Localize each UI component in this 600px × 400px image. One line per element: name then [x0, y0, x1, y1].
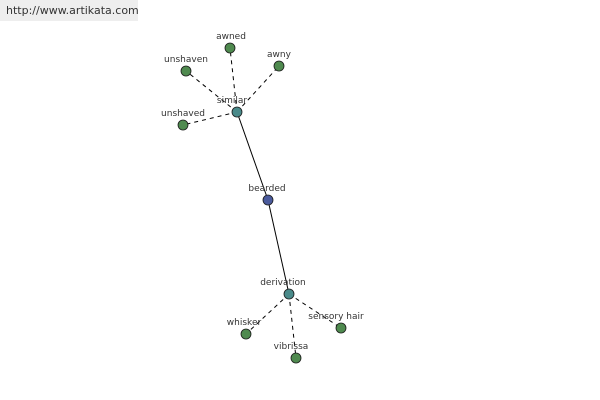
node-marker-unshaven[interactable]	[180, 65, 192, 77]
node-marker-awny[interactable]	[273, 60, 285, 72]
edge-derivation-sensory-hair	[288, 293, 342, 329]
node-label-unshaved[interactable]: unshaved	[161, 109, 205, 119]
node-sensory-hair[interactable]: sensory hair	[308, 312, 364, 334]
node-awny[interactable]: awny	[267, 50, 292, 72]
edge-similar-unshaved	[182, 111, 238, 126]
node-label-awny[interactable]: awny	[267, 50, 292, 60]
edge-bearded-similar	[236, 111, 269, 201]
site-watermark[interactable]: http://www.artikata.com	[0, 0, 139, 21]
edge-derivation-vibrissa	[288, 293, 297, 359]
node-label-similar[interactable]: similar	[217, 96, 247, 106]
node-label-unshaven[interactable]: unshaven	[164, 55, 208, 65]
node-label-whisker[interactable]: whisker	[227, 318, 262, 328]
node-unshaved[interactable]: unshaved	[161, 109, 205, 131]
node-marker-similar[interactable]	[231, 106, 243, 118]
node-label-vibrissa[interactable]: vibrissa	[274, 342, 309, 352]
node-marker-bearded[interactable]	[262, 194, 274, 206]
node-marker-unshaved[interactable]	[177, 119, 189, 131]
node-label-bearded[interactable]: bearded	[248, 184, 285, 194]
edge-similar-awned	[229, 47, 238, 113]
node-label-awned[interactable]: awned	[216, 32, 246, 42]
edges-layer	[182, 47, 342, 359]
edge-derivation-whisker	[245, 293, 290, 335]
node-marker-awned[interactable]	[224, 42, 236, 54]
node-marker-sensory-hair[interactable]	[335, 322, 347, 334]
nodes-layer: bearded similar derivation awned awny unshave…	[161, 32, 364, 364]
edge-similar-awny	[236, 65, 280, 113]
node-derivation[interactable]: derivation	[260, 278, 306, 300]
node-awned[interactable]: awned	[216, 32, 246, 54]
node-similar[interactable]: similar	[217, 96, 247, 118]
node-marker-derivation[interactable]	[283, 288, 295, 300]
node-label-sensory-hair[interactable]: sensory hair	[308, 312, 364, 322]
node-label-derivation[interactable]: derivation	[260, 278, 306, 288]
node-marker-whisker[interactable]	[240, 328, 252, 340]
node-vibrissa[interactable]: vibrissa	[274, 342, 309, 364]
node-unshaven[interactable]: unshaven	[164, 55, 208, 77]
edge-bearded-derivation	[267, 199, 290, 295]
node-marker-vibrissa[interactable]	[290, 352, 302, 364]
edge-similar-unshaven	[185, 70, 238, 113]
node-whisker[interactable]: whisker	[227, 318, 262, 340]
node-bearded[interactable]: bearded	[248, 184, 286, 206]
